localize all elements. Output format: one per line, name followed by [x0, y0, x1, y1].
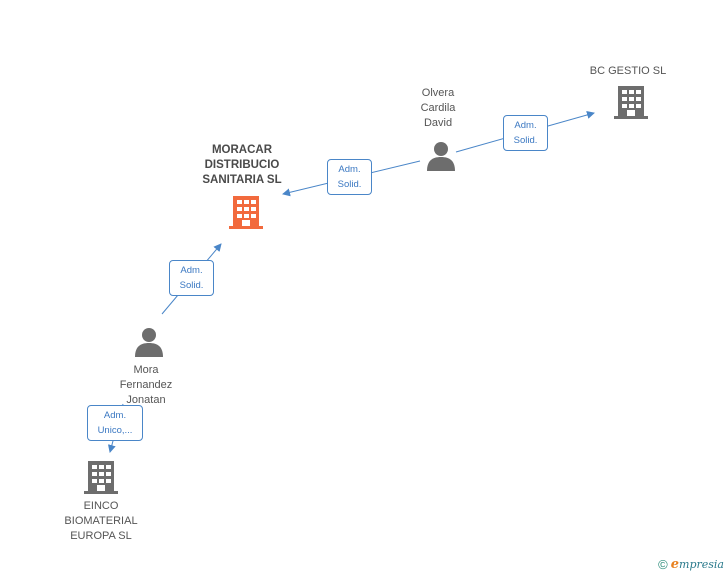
label-line: Jonatan: [126, 394, 166, 406]
node-label-olvera: Olvera Cardila David: [398, 86, 478, 131]
node-label-moracar: MORACAR DISTRIBUCIO SANITARIA SL: [190, 143, 294, 188]
role-line: Adm.: [180, 265, 203, 276]
person-icon[interactable]: [134, 327, 164, 357]
label-line: DISTRIBUCIO: [204, 159, 280, 171]
edge-role-mora-moracar[interactable]: Adm. Solid.: [169, 260, 214, 296]
node-label-mora: Mora Fernandez Jonatan: [106, 363, 186, 408]
building-icon[interactable]: [229, 195, 263, 229]
label-line: Cardila: [420, 102, 456, 114]
role-line: Solid.: [179, 280, 204, 291]
node-label-bc-gestio: BC GESTIO SL: [582, 64, 674, 79]
role-line: Adm.: [514, 120, 537, 131]
label-line: EINCO: [83, 500, 119, 512]
label-line: EUROPA SL: [70, 530, 132, 542]
building-icon[interactable]: [614, 85, 648, 119]
label-line: Mora: [133, 364, 159, 376]
person-icon[interactable]: [426, 141, 456, 171]
label-line: David: [423, 117, 453, 129]
label-line: BC GESTIO SL: [589, 65, 667, 77]
label-line: SANITARIA SL: [202, 174, 282, 186]
label-line: BIOMATERIAL: [64, 515, 138, 527]
copyright-icon: ©: [658, 557, 668, 572]
empresia-logo[interactable]: © empresia: [658, 557, 724, 572]
role-line: Solid.: [513, 135, 538, 146]
label-line: Olvera: [421, 87, 455, 99]
edge-role-olvera-moracar[interactable]: Adm. Solid.: [327, 159, 372, 195]
edge-role-mora-einco[interactable]: Adm. Unico,...: [87, 405, 143, 441]
edge-role-olvera-bc[interactable]: Adm. Solid.: [503, 115, 548, 151]
building-icon[interactable]: [84, 460, 118, 494]
label-line: MORACAR: [211, 144, 273, 156]
role-line: Solid.: [337, 179, 362, 190]
brand-wordmark: empresia: [670, 557, 724, 572]
label-line: Fernandez: [119, 379, 173, 391]
role-line: Unico,...: [97, 425, 133, 436]
node-label-einco: EINCO BIOMATERIAL EUROPA SL: [53, 499, 149, 544]
role-line: Adm.: [338, 164, 361, 175]
role-line: Adm.: [103, 410, 127, 421]
